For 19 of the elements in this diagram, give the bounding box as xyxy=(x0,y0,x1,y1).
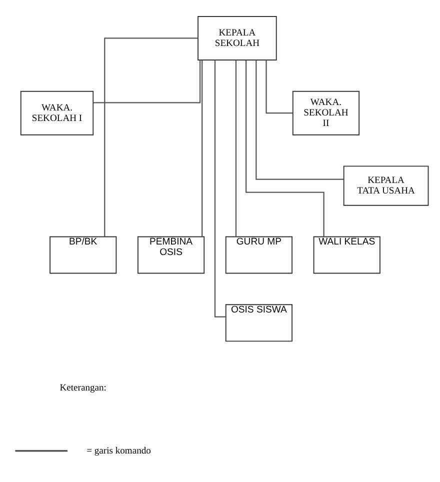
connector xyxy=(93,60,201,103)
node-box: WALI KELAS xyxy=(313,236,380,274)
node-box: GURU MP xyxy=(225,236,292,274)
node-box: WAKA. SEKOLAH II xyxy=(292,90,360,135)
label: Keterangan: xyxy=(60,382,106,394)
connector xyxy=(266,60,293,114)
node-box: KEPALA TATA USAHA xyxy=(343,165,429,206)
node-box: OSIS SISWA xyxy=(225,304,292,342)
node-box: PEMBINA OSIS xyxy=(137,236,205,274)
connector xyxy=(246,60,324,236)
connector xyxy=(235,60,237,236)
connector xyxy=(104,37,198,236)
node-box: KEPALA SEKOLAH xyxy=(198,16,277,60)
connector xyxy=(256,60,344,180)
connector xyxy=(202,60,203,236)
node-box: BP/BK xyxy=(50,236,117,274)
connector xyxy=(214,60,226,317)
legend-label: = garis komando xyxy=(86,444,151,456)
node-box: WAKA. SEKOLAH I xyxy=(20,90,94,135)
